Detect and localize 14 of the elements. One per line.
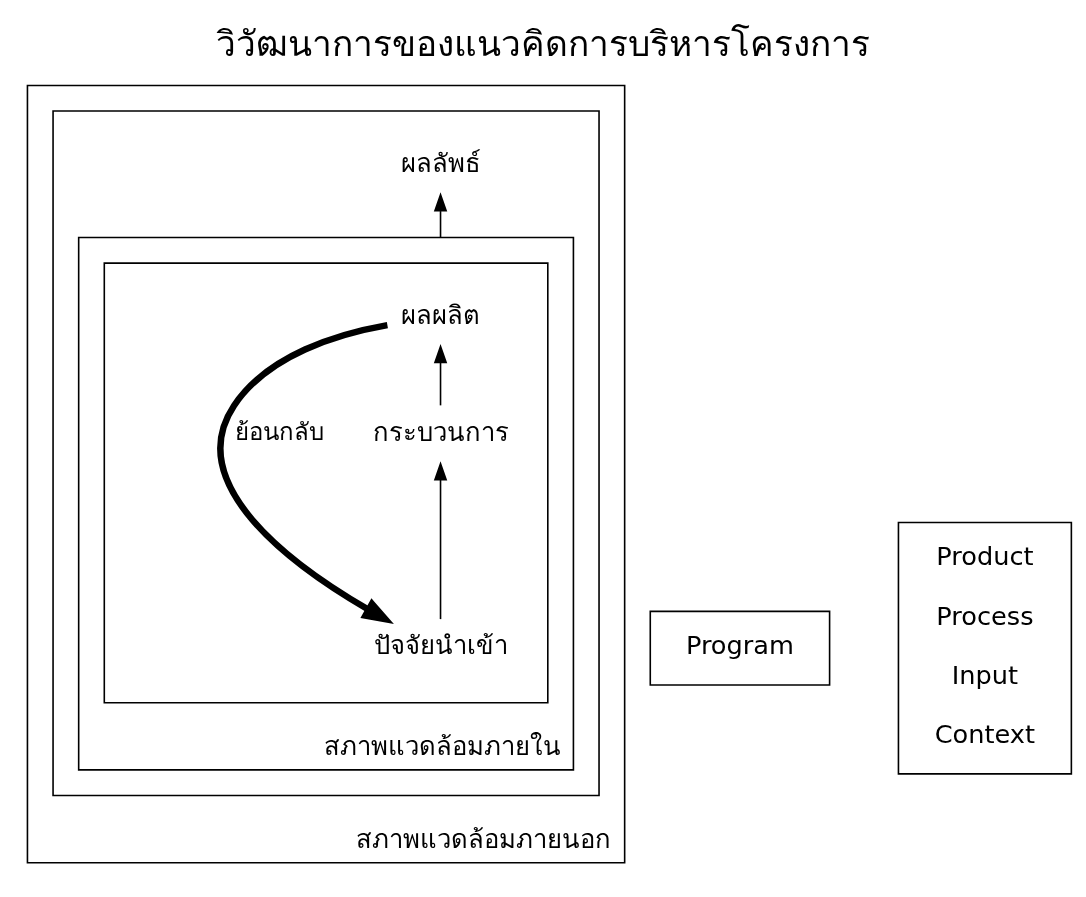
node-text: กระบวนการ — [372, 416, 509, 447]
arrow — [433, 192, 448, 239]
arrow — [217, 321, 394, 624]
node-text: ผลผลิต — [401, 299, 481, 330]
edge-label: ย้อนกลับ — [235, 418, 325, 447]
cluster — [103, 262, 549, 704]
diagram-title: วิวัฒนาการของแนวคิดการบริหารโครงการ — [216, 22, 870, 64]
cluster — [52, 110, 600, 797]
node-box: Product Process Input Context — [897, 521, 1073, 775]
node-text: ผลลัพธ์ — [400, 147, 481, 178]
arrow — [433, 344, 448, 407]
node-box: Program — [649, 610, 831, 686]
arrow — [433, 461, 448, 620]
node-text: ปัจจัยนำเข้า — [373, 630, 508, 661]
